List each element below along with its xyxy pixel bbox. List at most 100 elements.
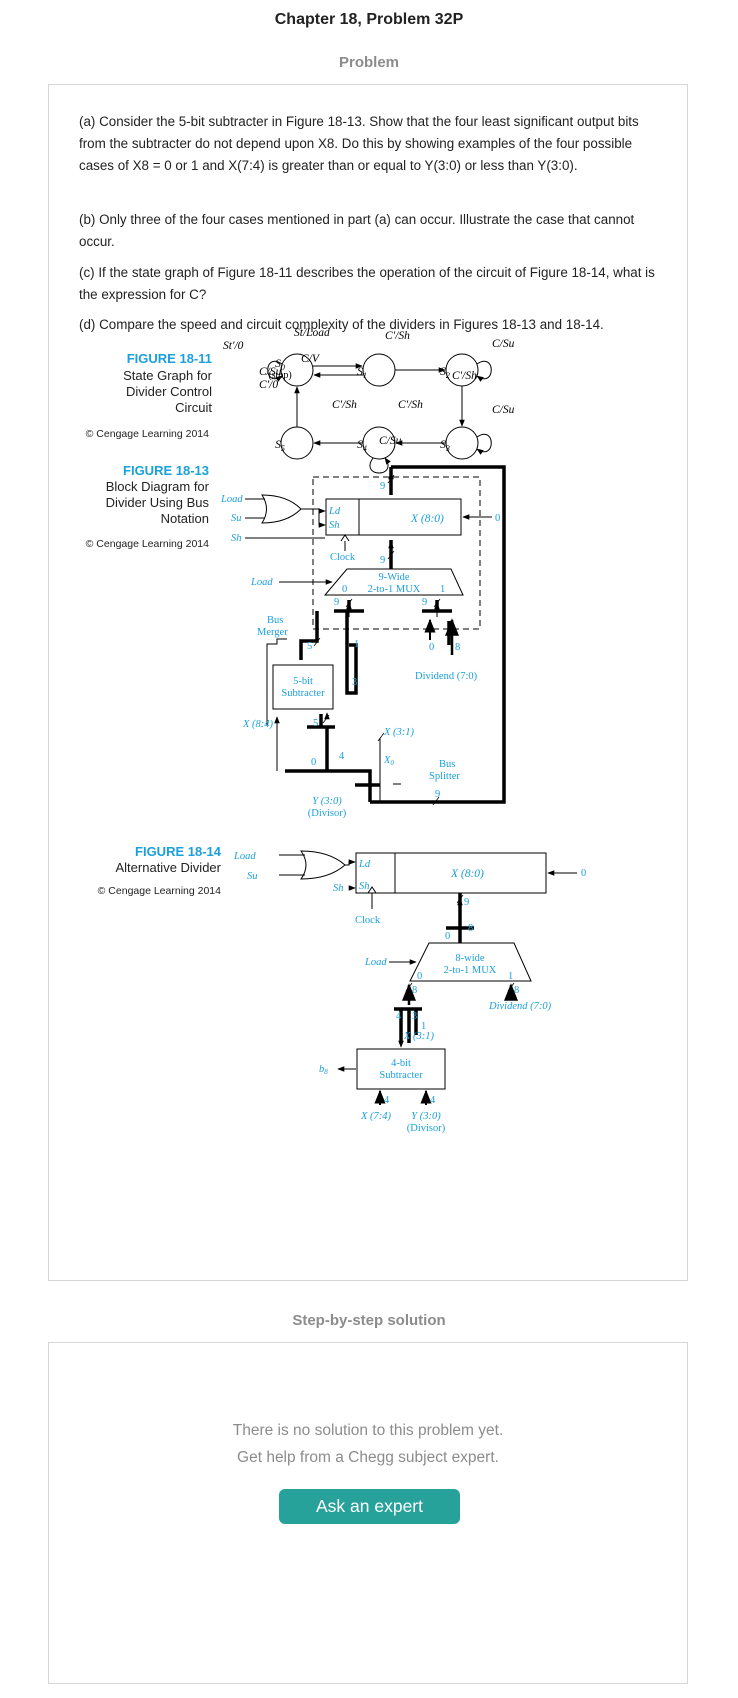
edge-s3-self [476, 434, 492, 455]
edge-label-s1-s2: C′/Sh [385, 330, 410, 342]
fig13-x84-label: X (8:4) [242, 719, 274, 730]
figure-18-13-caption-line3: Notation [161, 511, 209, 526]
figure-18-14-copyright: © Cengage Learning 2014 [98, 885, 221, 897]
figure-18-11-number: FIGURE 18-11 [127, 351, 212, 366]
expert-help-message: Get help from a Chegg subject expert. [237, 1449, 499, 1466]
problem-part-b: (b) Only three of the four cases mention… [79, 212, 635, 249]
fig13-y-bit4: 4 [339, 751, 345, 762]
fig14-mux-line1: 8-wide [455, 953, 484, 964]
fig14-bit-4: 4 [396, 1011, 402, 1022]
fig13-mux-in1: 1 [440, 584, 445, 595]
fig13-width-left: 9 [334, 597, 339, 608]
fig13-feedback-bus [370, 465, 506, 804]
fig14-register-label: X (8:0) [450, 868, 484, 880]
fig13-ld-pin: Ld [328, 506, 341, 517]
fig14-zero-in: 0 [581, 868, 586, 879]
fig14-divisor-label: (Divisor) [407, 1123, 446, 1134]
fig14-width-9: 9 [464, 897, 469, 908]
fig13-x31-label: X (3:1) [383, 727, 415, 738]
problem-section-label: Problem [338, 54, 399, 71]
fig13-sub-line1: 5-bit [293, 676, 313, 687]
fig14-width-8a: 8 [412, 985, 417, 996]
svg-text:b8: b8 [319, 1064, 328, 1076]
problem-part-a: (a) Consider the 5-bit subtracter in Fig… [79, 114, 639, 173]
figure-18-13: FIGURE 18-13 Block Diagram for Divider U… [86, 463, 506, 819]
edge-label-s4-self: C/Su [379, 435, 402, 447]
fig13-dashed-boundary [312, 476, 481, 630]
fig13-divisor-label: (Divisor) [308, 808, 347, 819]
fig13-width-5b: 5 [313, 718, 318, 729]
fig14-clock-label: Clock [355, 915, 381, 926]
fig14-sub-line2: Subtracter [379, 1070, 423, 1081]
solution-card: There is no solution to this problem yet… [48, 1342, 688, 1684]
fig14-bit-1: 1 [421, 1021, 426, 1032]
fig13-merger-bit3: 3 [352, 677, 357, 688]
fig14-width-8b: 8 [514, 985, 519, 996]
fig14-sh-label: Sh [333, 883, 344, 894]
edge-s0-self [267, 361, 283, 382]
fig14-width-4b: 4 [384, 1095, 390, 1106]
fig13-mux-line1: 9-Wide [378, 572, 409, 583]
figure-18-11-copyright: © Cengage Learning 2014 [86, 428, 209, 440]
fig13-bus-splitter-2: Splitter [429, 771, 460, 782]
fig13-mux-line2: 2-to-1 MUX [368, 584, 421, 595]
fig13-width-right: 9 [422, 597, 427, 608]
fig14-b8-label: b [319, 1064, 324, 1075]
state-s3 [445, 426, 479, 460]
fig14-mux-line2: 2-to-1 MUX [444, 965, 497, 976]
figure-18-11-caption: FIGURE 18-11 State Graph for Divider Con… [86, 351, 213, 440]
state-s1-label: S [357, 366, 363, 378]
state-s0-label: S [275, 358, 281, 370]
fig14-mux [409, 942, 532, 982]
figure-18-11-caption-line3: Circuit [175, 400, 212, 415]
fig14-bit-3: 3 [412, 1011, 417, 1022]
figure-18-13-caption: FIGURE 18-13 Block Diagram for Divider U… [86, 463, 210, 550]
fig14-ld-pin: Ld [358, 859, 371, 870]
fig13-sh-label: Sh [231, 533, 242, 544]
fig13-merger-bit1: 1 [354, 639, 359, 650]
svg-text:S3: S3 [440, 439, 450, 453]
fig13-sub-line2: Subtracter [281, 688, 325, 699]
fig14-y30-label: Y (3:0) [411, 1111, 441, 1122]
problem-part-c: (c) If the state graph of Figure 18-11 d… [79, 265, 655, 302]
fig14-mux-load: Load [364, 957, 387, 968]
svg-text:S5: S5 [275, 439, 285, 453]
fig13-sh-pin: Sh [329, 520, 340, 531]
fig13-register [325, 498, 462, 536]
edge-s4-self [369, 457, 391, 474]
fig14-or-gate [300, 850, 346, 880]
figure-18-11-caption-line2: Divider Control [126, 384, 212, 399]
ask-an-expert-button[interactable]: Ask an expert [279, 1489, 460, 1524]
problem-card: (a) Consider the 5-bit subtracter in Fig… [48, 84, 688, 1281]
fig13-dividend-bit8: 8 [455, 642, 460, 653]
svg-text:X0: X0 [383, 755, 394, 767]
figure-18-14: FIGURE 18-14 Alternative Divider © Cenga… [98, 844, 587, 1134]
svg-text:S0: S0 [275, 358, 285, 372]
figure-18-13-caption-line1: Block Diagram for [106, 479, 210, 494]
page-title: Chapter 18, Problem 32P [274, 11, 464, 28]
figure-18-14-number: FIGURE 18-14 [135, 844, 222, 859]
state-s0-stop-label: (stop) [268, 370, 291, 381]
svg-text:S4: S4 [357, 439, 367, 453]
fig13-register-label: X (8:0) [410, 513, 444, 525]
figure-18-13-caption-line2: Divider Using Bus [106, 495, 210, 510]
fig13-y-bit0: 0 [311, 757, 316, 768]
fig13-mux-load: Load [250, 577, 273, 588]
fig14-mux-in1: 1 [508, 971, 513, 982]
state-s3-label: S [440, 439, 446, 451]
state-s4-label: S [357, 439, 363, 451]
fig14-load-label: Load [233, 851, 256, 862]
state-s0 [280, 353, 314, 387]
svg-text:S1: S1 [357, 366, 367, 380]
state-s5 [280, 426, 314, 460]
fig13-load-label: Load [220, 494, 243, 505]
fig13-bus-merger-1: Bus [267, 615, 283, 626]
figure-18-13-copyright: © Cengage Learning 2014 [86, 538, 209, 550]
svg-text:S2: S2 [440, 366, 450, 380]
edge-label-s2-s3: C′/Sh [452, 370, 477, 382]
fig14-4bit-subtracter [356, 1048, 446, 1090]
no-solution-message: There is no solution to this problem yet… [232, 1422, 504, 1439]
fig13-width-top: 9 [380, 481, 385, 492]
fig13-clock-label: Clock [330, 552, 356, 563]
edge-label-s0-s1: St/Load [294, 327, 330, 339]
